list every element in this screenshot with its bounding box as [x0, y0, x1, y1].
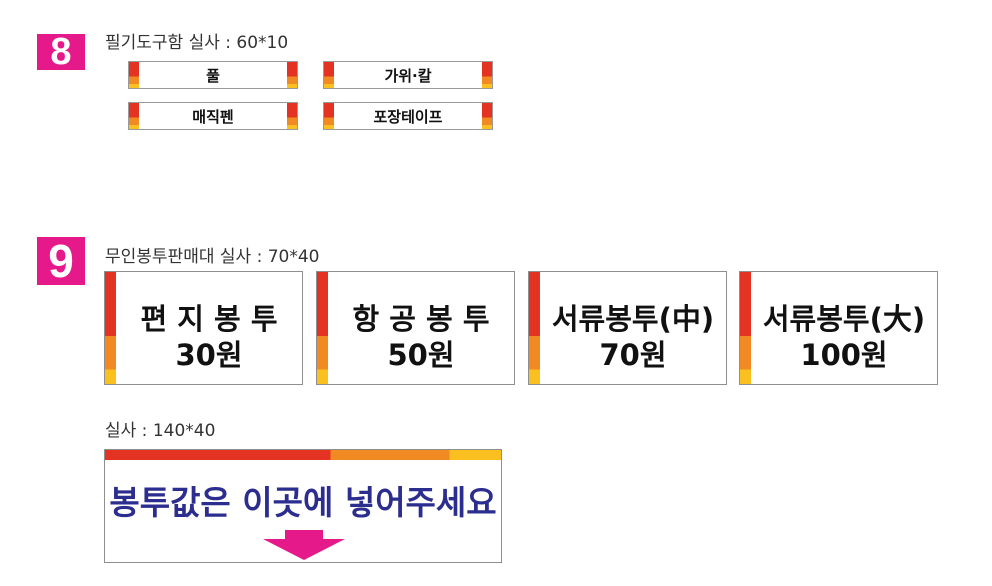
color-strip	[105, 272, 116, 384]
card-price: 70원	[599, 338, 667, 372]
color-strip	[105, 450, 501, 460]
color-strip	[324, 103, 334, 129]
card-name: 편 지 봉 투	[140, 302, 278, 336]
card-price: 100원	[800, 338, 888, 372]
section-8-title: 필기도구함 실사 : 60*10	[105, 33, 289, 53]
label-text: 풀	[206, 66, 220, 85]
color-strip	[529, 272, 540, 384]
label-glue: 풀	[128, 61, 298, 89]
payment-sign: 봉투값은 이곳에 넣어주세요	[104, 449, 502, 563]
color-strip	[317, 272, 328, 384]
arrow-down-icon	[263, 530, 345, 560]
card-price: 50원	[387, 338, 455, 372]
sign-text: 봉투값은 이곳에 넣어주세요	[109, 483, 497, 522]
section-9-number-badge: 9	[37, 237, 85, 285]
card-document-envelope-large: 서류봉투(大) 100원	[739, 271, 938, 385]
color-strip	[287, 62, 297, 88]
color-strip	[482, 103, 492, 129]
card-name: 서류봉투(中)	[551, 302, 715, 336]
color-strip	[129, 62, 139, 88]
label-text: 매직펜	[192, 107, 234, 126]
section-8-number-badge: 8	[37, 33, 85, 71]
color-strip	[740, 272, 751, 384]
label-text: 포장테이프	[373, 107, 443, 126]
label-scissors-knife: 가위·칼	[323, 61, 493, 89]
card-letter-envelope: 편 지 봉 투 30원	[104, 271, 303, 385]
color-strip	[129, 103, 139, 129]
label-text: 가위·칼	[384, 66, 432, 85]
label-marker-pen: 매직펜	[128, 102, 298, 130]
label-packing-tape: 포장테이프	[323, 102, 493, 130]
card-airmail-envelope: 항 공 봉 투 50원	[316, 271, 515, 385]
card-document-envelope-medium: 서류봉투(中) 70원	[528, 271, 727, 385]
color-strip	[482, 62, 492, 88]
color-strip	[324, 62, 334, 88]
card-name: 항 공 봉 투	[352, 302, 490, 336]
card-name: 서류봉투(大)	[762, 302, 926, 336]
sign-size-title: 실사 : 140*40	[105, 421, 216, 441]
color-strip	[287, 103, 297, 129]
card-price: 30원	[175, 338, 243, 372]
section-9-title: 무인봉투판매대 실사 : 70*40	[105, 247, 320, 267]
